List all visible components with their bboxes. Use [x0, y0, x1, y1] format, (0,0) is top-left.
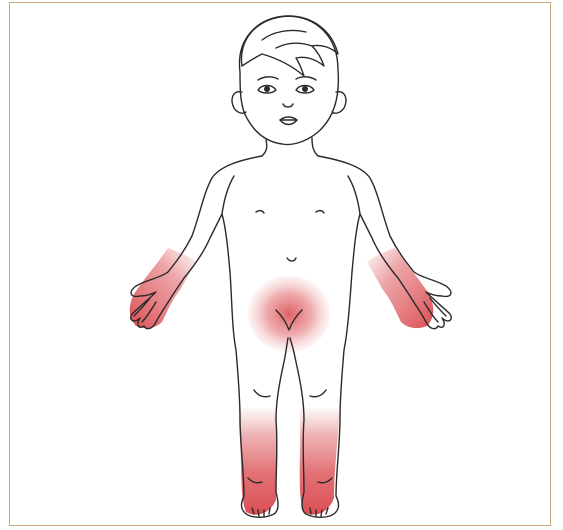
left-leg-highlight	[238, 408, 277, 515]
right-leg-highlight	[300, 408, 340, 515]
highlight-regions	[130, 248, 434, 515]
left-arm-highlight	[130, 248, 196, 328]
hair	[241, 16, 338, 76]
groin-highlight	[248, 276, 330, 352]
mouth	[280, 117, 297, 125]
navel	[287, 258, 296, 261]
head-outline	[239, 16, 338, 145]
nose	[283, 104, 293, 107]
right-ear	[332, 92, 346, 113]
